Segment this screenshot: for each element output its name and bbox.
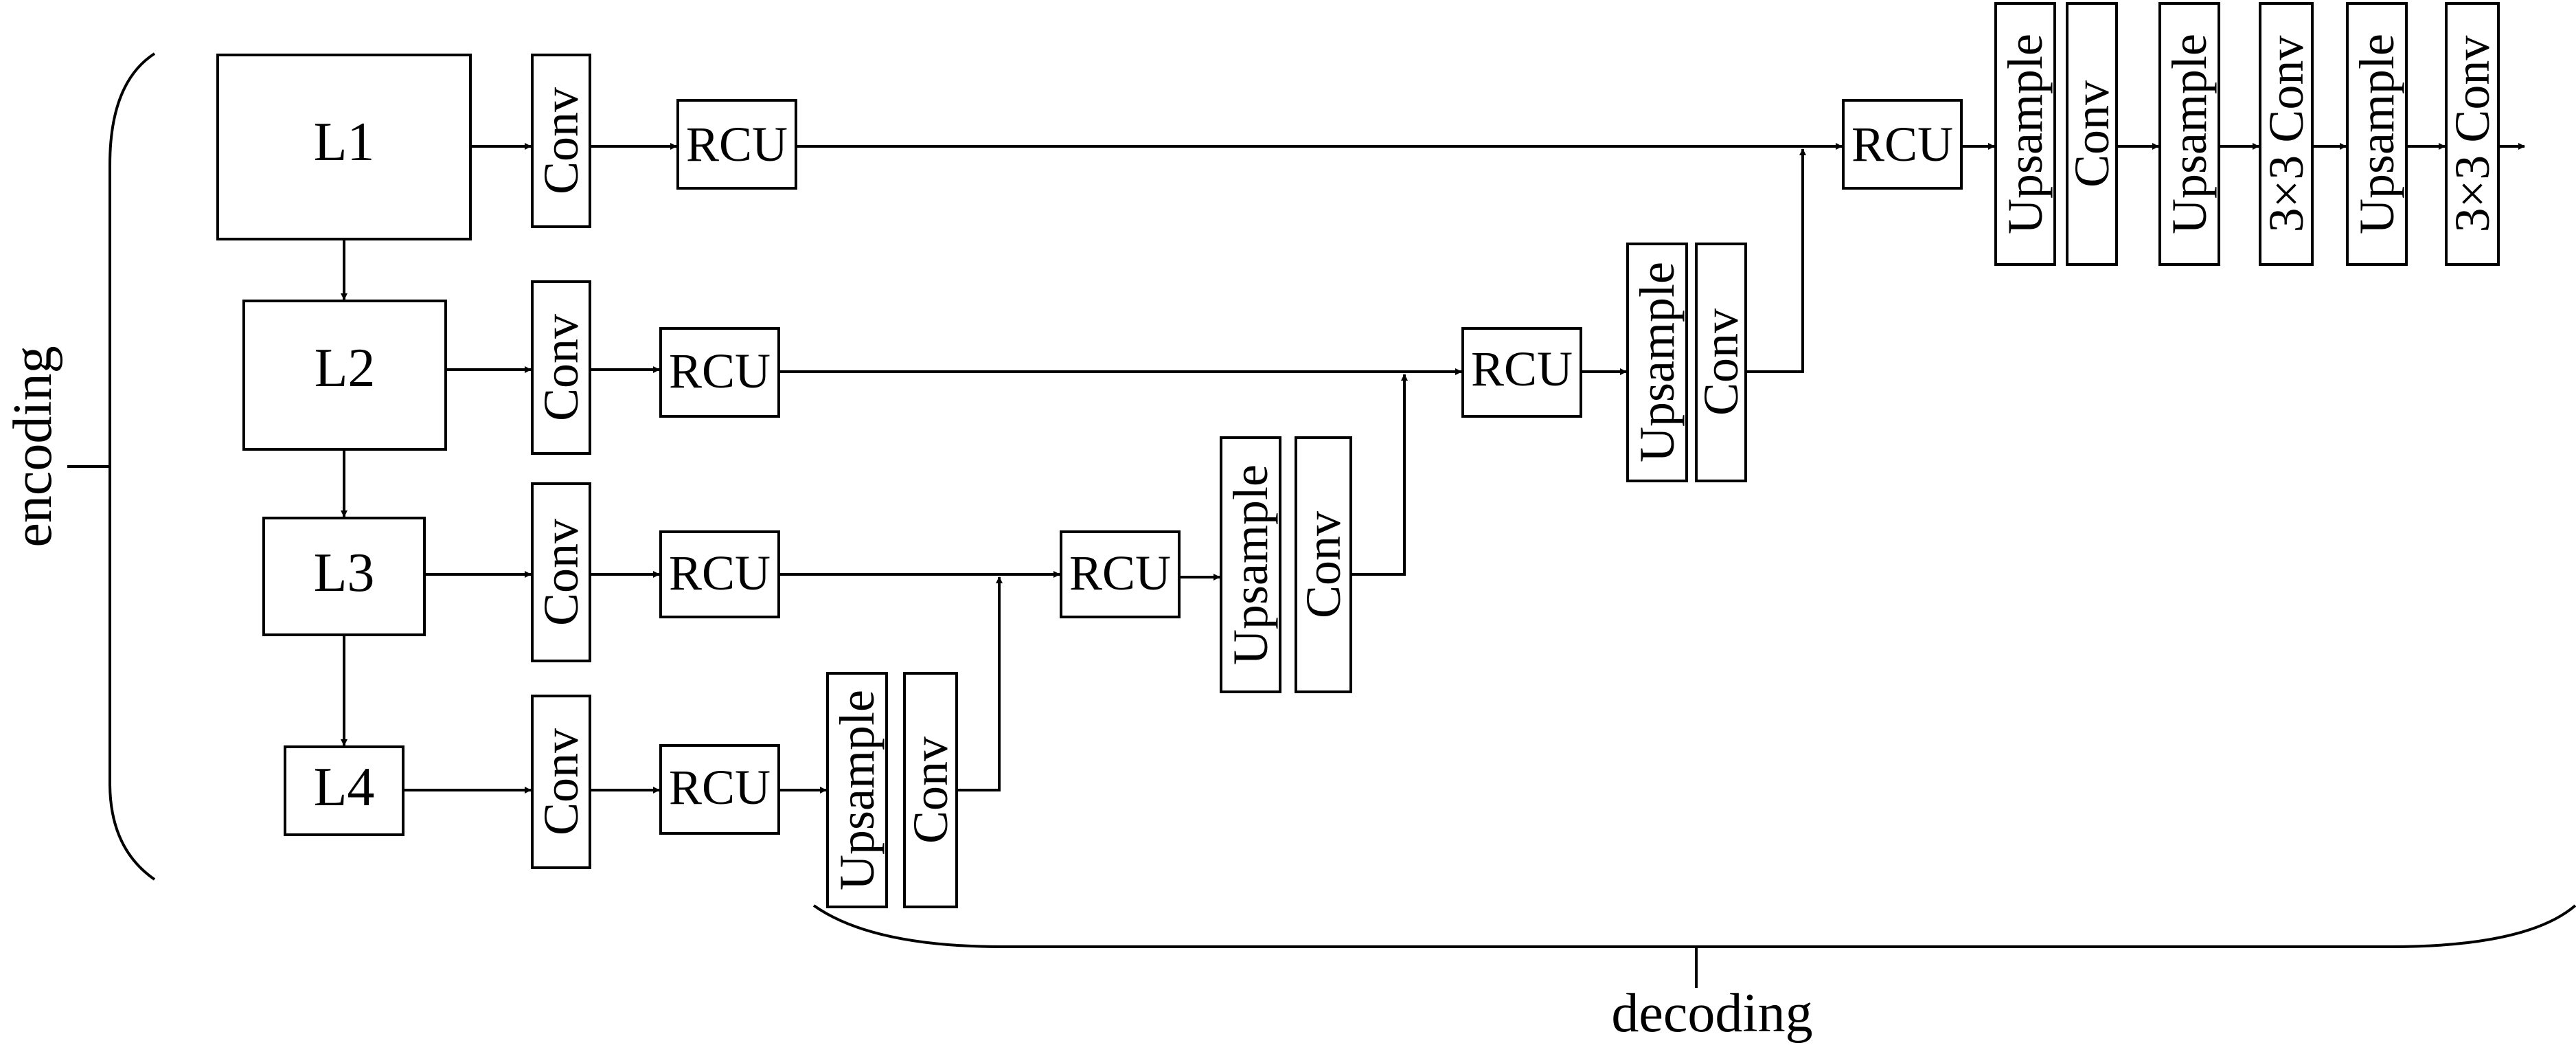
encoding-label: encoding	[3, 346, 63, 547]
rcu-block-fuse2	[1461, 327, 1582, 418]
rcu-block-fuse1	[1842, 99, 1963, 190]
rcu-label-fuse3: RCU	[1069, 546, 1171, 600]
conv3x3-block-head1	[2259, 2, 2314, 266]
rcu-label-row1: RCU	[686, 117, 788, 172]
upsample-block-head2	[2158, 2, 2220, 266]
conv-block-stage2	[1695, 243, 1747, 482]
upsample-label-head1: Upsample	[1998, 34, 2053, 234]
upsample-block-stage4	[826, 672, 888, 908]
level-block-l3	[262, 517, 426, 636]
decoding-label: decoding	[1611, 983, 1812, 1044]
conv-block-row2	[531, 280, 591, 455]
conv-block-row1	[531, 54, 591, 228]
conv3x3-label-head2: 3×3 Conv	[2445, 36, 2500, 233]
rcu-block-row1	[676, 99, 797, 190]
level-label-l4: L4	[314, 757, 375, 818]
conv-label-row1: Conv	[534, 87, 589, 194]
upsample-label-stage2: Upsample	[1630, 262, 1685, 462]
upsample-label-stage3: Upsample	[1223, 464, 1278, 665]
rcu-label-row4: RCU	[669, 760, 771, 815]
conv-block-stage3	[1295, 436, 1352, 693]
level-label-l2: L2	[315, 338, 376, 398]
conv-label-stage4: Conv	[903, 737, 958, 844]
rcu-label-row2: RCU	[669, 344, 771, 398]
level-block-l2	[242, 300, 447, 451]
conv-label-row2: Conv	[534, 314, 589, 421]
conv-label-head: Conv	[2064, 80, 2119, 188]
decoding-bracket	[812, 904, 2576, 948]
conv-label-stage3: Conv	[1296, 511, 1351, 618]
conv-block-head	[2066, 2, 2118, 266]
upsample-block-stage3	[1220, 436, 1281, 693]
upsample-label-head3: Upsample	[2349, 34, 2404, 234]
line-stage2-to-fuse1	[1746, 148, 1806, 373]
upsample-block-head3	[2346, 2, 2408, 266]
rcu-block-row4	[659, 744, 780, 835]
line-stage3-to-fuse2	[1351, 374, 1408, 576]
upsample-block-stage2	[1626, 243, 1688, 482]
rcu-label-row3: RCU	[669, 546, 771, 600]
encoding-bracket	[109, 52, 156, 881]
rcu-block-row2	[659, 327, 780, 418]
level-block-l4	[284, 745, 404, 836]
conv-block-row3	[531, 482, 591, 662]
conv3x3-block-head2	[2445, 2, 2500, 266]
line-stage4-to-fuse3	[957, 576, 1003, 791]
conv-label-row4: Conv	[534, 728, 589, 835]
level-block-l1	[216, 54, 472, 240]
upsample-block-head1	[1994, 2, 2056, 266]
upsample-label-head2: Upsample	[2162, 34, 2217, 234]
rcu-block-row3	[659, 530, 780, 618]
rcu-label-fuse2: RCU	[1471, 341, 1573, 396]
conv3x3-label-head1: 3×3 Conv	[2259, 36, 2314, 233]
level-label-l3: L3	[314, 543, 375, 603]
upsample-label-stage4: Upsample	[830, 690, 885, 890]
conv-block-row4	[531, 695, 591, 869]
rcu-block-fuse3	[1060, 530, 1181, 618]
rcu-label-fuse1: RCU	[1851, 117, 1953, 172]
conv-label-row3: Conv	[534, 519, 589, 626]
level-label-l1: L1	[314, 112, 375, 172]
conv-label-stage2: Conv	[1694, 308, 1748, 416]
